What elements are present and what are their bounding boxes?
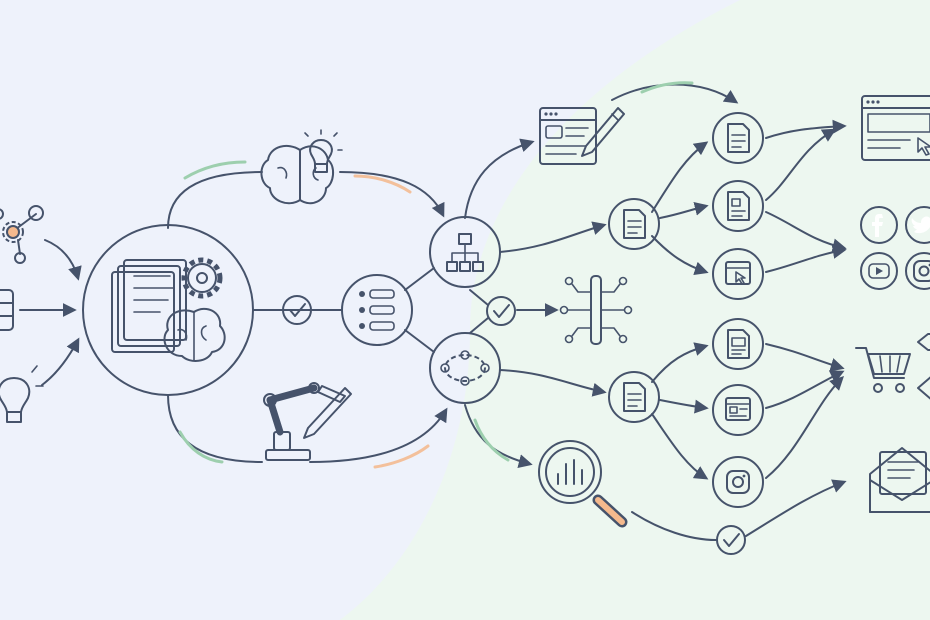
molecule-gear-icon (0, 205, 44, 264)
connector-green-2-to-browser (765, 128, 837, 201)
connector-doc-bottom-to-green-4 (651, 342, 709, 383)
connector-doc-top-to-green-1 (651, 141, 709, 213)
connector-green-3-to-social (765, 245, 847, 273)
connector-check-to-envelope (745, 479, 847, 537)
connector-green-1-to-browser (765, 119, 847, 139)
connector-hierarchy-to-check (469, 289, 489, 306)
connector-network-to-check (469, 317, 489, 334)
accent-arc-green-2 (178, 430, 224, 464)
magnifier-chart-icon (538, 440, 628, 528)
document-icon (608, 198, 660, 250)
browser-window-icon (712, 248, 764, 300)
accent-arc-green-4 (640, 81, 694, 94)
connector-green-5-to-cart (765, 370, 845, 409)
connector-molecule-to-hub (44, 239, 82, 281)
check-icon (486, 296, 516, 326)
checklist-icon (341, 274, 413, 346)
accent-arc-orange-1 (353, 174, 412, 194)
connector-doc-top-to-green-3 (651, 235, 709, 276)
connector-hub-to-robot (167, 394, 263, 463)
connector-network-to-doc-bottom (499, 369, 607, 397)
instagram-icon (905, 252, 930, 290)
connector-green-4-to-cart (765, 343, 845, 372)
connector-doc-bottom-to-green-6 (651, 413, 709, 480)
twitter-icon (905, 206, 930, 244)
document-icon (712, 318, 764, 370)
accent-arc-orange-2 (373, 444, 430, 469)
distribution-hub-icon (559, 275, 633, 345)
check-icon (282, 295, 312, 325)
gear-icon (181, 257, 223, 299)
browser-pen-icon (539, 107, 625, 165)
connector-robot-to-network (309, 407, 448, 463)
connector-magnifier-to-check (631, 511, 717, 541)
database-icon (0, 289, 14, 331)
envelope-letter-icon (869, 447, 930, 513)
brain-icon (163, 307, 226, 362)
connector-lightbulb-to-hub (41, 337, 80, 386)
connector-checklist-to-network (404, 329, 435, 353)
network-cycle-icon (429, 332, 501, 404)
accent-arcs (178, 81, 694, 469)
facebook-icon (860, 206, 898, 244)
shopping-cart-icon (855, 347, 911, 393)
youtube-icon (860, 252, 898, 290)
browser-window-icon (861, 95, 930, 161)
document-icon (712, 112, 764, 164)
connector-hierarchy-to-browser-pen (464, 138, 535, 219)
brain-lightbulb-icon (260, 129, 343, 205)
browser-window-icon (712, 384, 764, 436)
connector-green-6-to-cart (765, 376, 844, 479)
connector-checklist-to-hierarchy (404, 267, 435, 291)
connector-brain-to-hierarchy (339, 171, 445, 218)
check-icon (716, 525, 746, 555)
hierarchy-icon (429, 216, 501, 288)
background-right (340, 0, 930, 620)
accent-arc-green-1 (183, 160, 247, 180)
document-icon (608, 371, 660, 423)
lightbulb-icon (0, 365, 44, 423)
connector-doc-bottom-to-green-5 (659, 399, 709, 414)
connector-doc-top-to-green-2 (659, 201, 709, 219)
price-tag-icon (917, 333, 930, 400)
documents-brain-gear-icon (82, 224, 254, 396)
accent-arc-green-3 (473, 418, 510, 462)
instagram-icon (712, 456, 764, 508)
document-icon (712, 180, 764, 232)
connector-hierarchy-to-doc-top (499, 221, 607, 253)
connector-hub-to-brain (167, 171, 263, 229)
robotic-arm-pen-icon (263, 382, 352, 461)
